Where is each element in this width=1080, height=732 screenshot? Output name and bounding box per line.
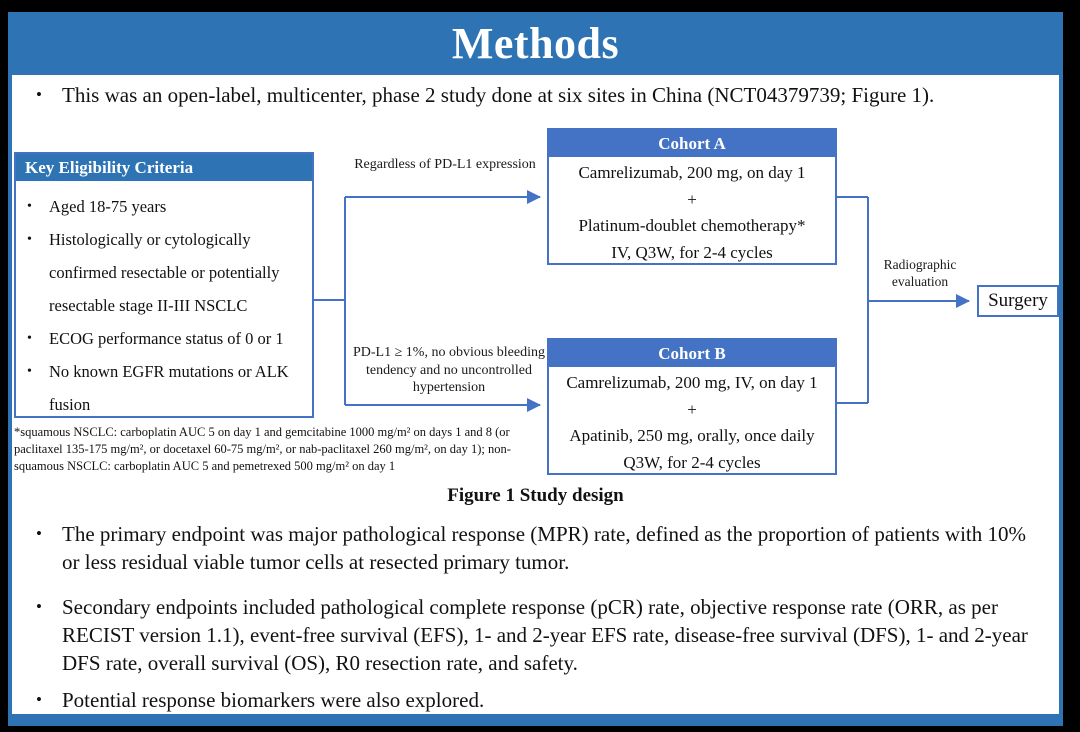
cohort-b-line: Apatinib, 250 mg, orally, once daily [569, 426, 815, 445]
branch-label-cohort-a: Regardless of PD-L1 expression [354, 157, 536, 172]
cohort-a-line: + [687, 189, 697, 209]
cohort-a-line: IV, Q3W, for 2-4 cycles [611, 242, 773, 262]
cohort-b-header: Cohort B [549, 340, 835, 367]
cohort-b-line: + [687, 399, 697, 419]
cohort-b-line: Q3W, for 2-4 cycles [623, 452, 761, 472]
list-item: • Histologically or cytologically confir… [16, 223, 312, 322]
eligibility-list: • Aged 18-75 years • Histologically or c… [16, 181, 312, 421]
cohort-a-line: Platinum-doublet chemotherapy* [578, 216, 806, 235]
eligibility-item-text: No known EGFR mutations or ALK fusion [49, 362, 289, 414]
cohort-a-box: Cohort A Camrelizumab, 200 mg, on day 1 … [547, 128, 837, 265]
bullet-glyph: • [36, 85, 42, 104]
cohort-a-body: Camrelizumab, 200 mg, on day 1 + Platinu… [549, 157, 835, 266]
cohort-a-header: Cohort A [549, 130, 835, 157]
bullet-text: Potential response biomarkers were also … [62, 688, 485, 712]
bullet-glyph: • [27, 364, 32, 379]
intro-bullet: • This was an open-label, multicenter, p… [36, 81, 1040, 109]
evaluation-label: Radiographic evaluation [883, 257, 957, 289]
bullet-glyph: • [27, 199, 32, 214]
bullet-glyph: • [27, 232, 32, 247]
bullet-glyph: • [36, 524, 42, 543]
title-bar: Methods [8, 12, 1063, 75]
footnote: *squamous NSCLC: carboplatin AUC 5 on da… [14, 425, 511, 473]
bullet-glyph: • [36, 597, 42, 616]
endpoint-primary-bullet: • The primary endpoint was major patholo… [36, 520, 1040, 576]
page-title: Methods [451, 19, 620, 68]
endpoint-secondary-bullet: • Secondary endpoints included pathologi… [36, 593, 1040, 677]
eligibility-header: Key Eligibility Criteria [16, 154, 312, 181]
eligibility-box: Key Eligibility Criteria • Aged 18-75 ye… [14, 152, 314, 418]
bullet-glyph: • [27, 331, 32, 346]
bullet-text: The primary endpoint was major pathologi… [62, 522, 1027, 574]
list-item: • ECOG performance status of 0 or 1 [16, 322, 312, 355]
cohort-a-line: Camrelizumab, 200 mg, on day 1 [578, 163, 806, 182]
eligibility-item-text: Histologically or cytologically confirme… [49, 230, 280, 315]
cohort-b-body: Camrelizumab, 200 mg, IV, on day 1 + Apa… [549, 367, 835, 476]
intro-bullet-text: This was an open-label, multicenter, pha… [62, 83, 935, 107]
cohort-b-box: Cohort B Camrelizumab, 200 mg, IV, on da… [547, 338, 837, 475]
figure-caption: Figure 1 Study design [447, 485, 624, 506]
branch-label-cohort-b: PD-L1 ≥ 1%, no obvious bleeding tendency… [352, 345, 545, 395]
bullet-text: Secondary endpoints included pathologica… [62, 595, 1028, 675]
list-item: • No known EGFR mutations or ALK fusion [16, 355, 312, 421]
list-item: • Aged 18-75 years [16, 190, 312, 223]
bullet-glyph: • [36, 690, 42, 709]
eligibility-item-text: ECOG performance status of 0 or 1 [49, 329, 284, 348]
surgery-box: Surgery [977, 285, 1059, 317]
eligibility-item-text: Aged 18-75 years [49, 197, 167, 216]
biomarkers-bullet: • Potential response biomarkers were als… [36, 686, 1040, 714]
cohort-b-line: Camrelizumab, 200 mg, IV, on day 1 [566, 373, 818, 392]
